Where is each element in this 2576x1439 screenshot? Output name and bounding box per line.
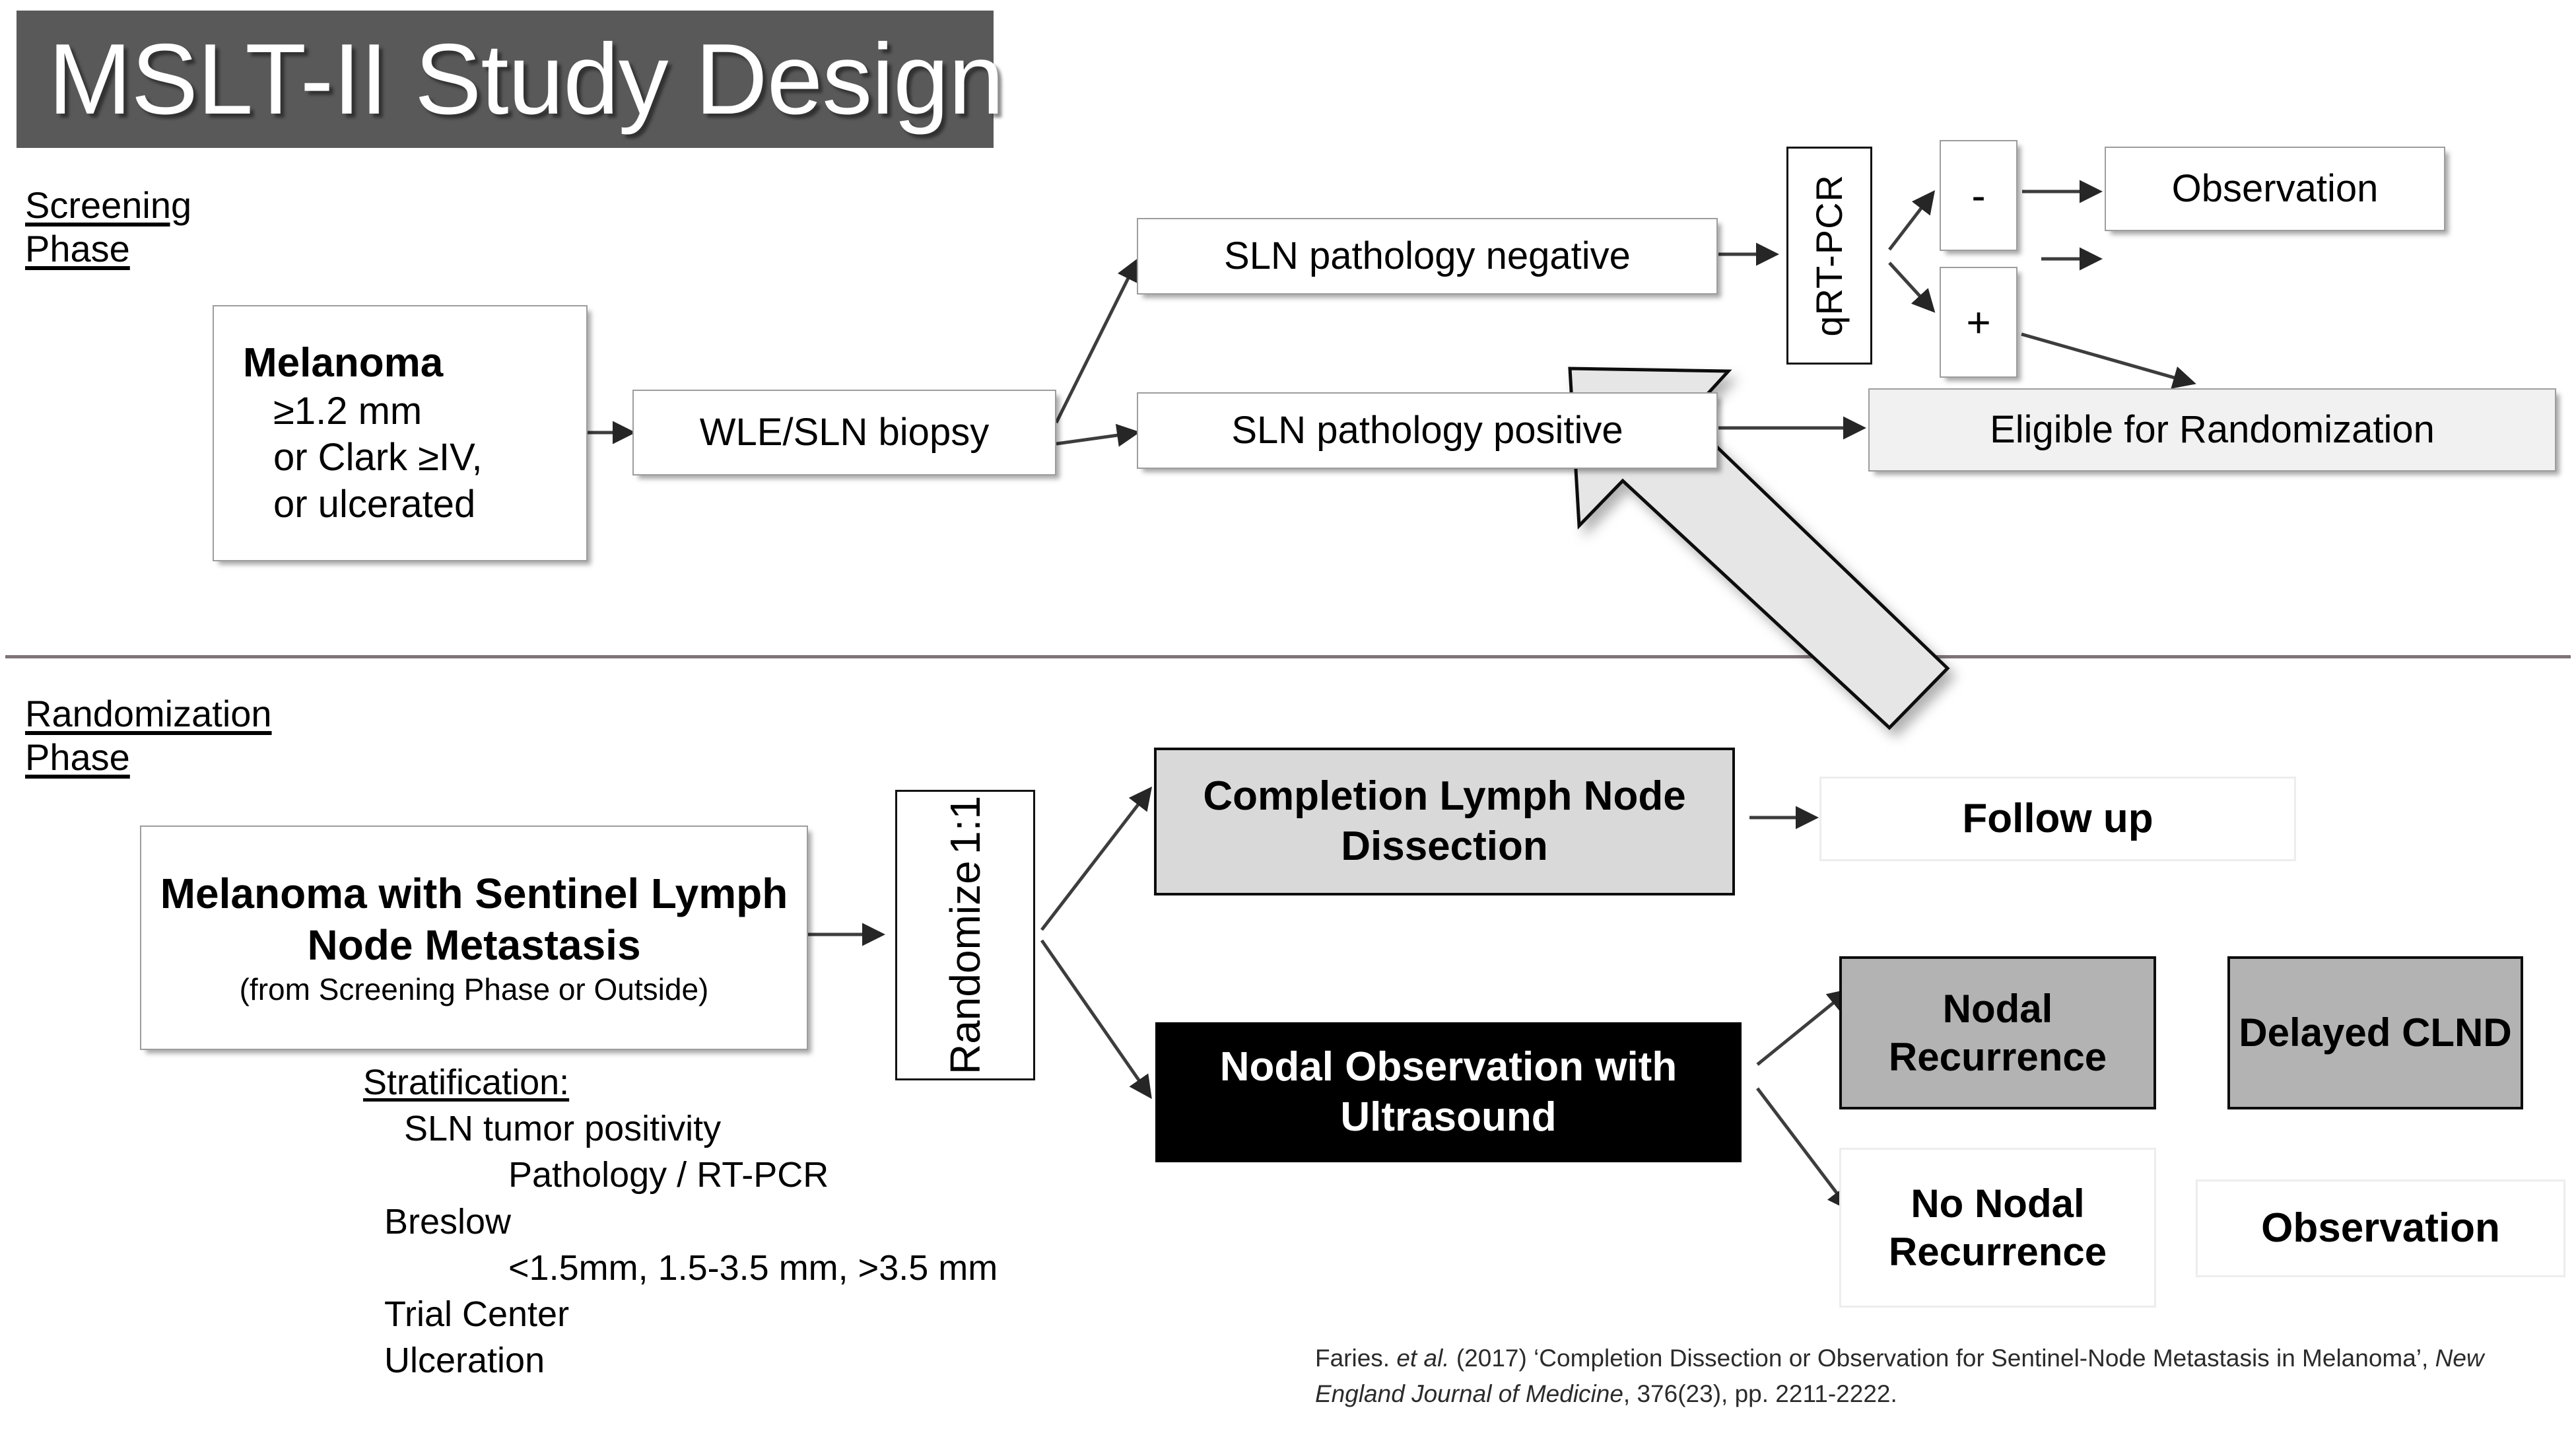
- node-melanoma-with-sln-metastasis[interactable]: Melanoma with Sentinel Lymph Node Metast…: [140, 825, 808, 1050]
- node-sln-pathology-positive[interactable]: SLN pathology positive: [1137, 392, 1718, 469]
- randomize-ratio: 1:1: [941, 795, 989, 855]
- wle-sln-biopsy-label: WLE/SLN biopsy: [699, 410, 990, 454]
- eligible-label: Eligible for Randomization: [1990, 407, 2435, 451]
- randomization-phase-line1: Randomization: [25, 693, 272, 734]
- citation-author: Faries.: [1315, 1345, 1397, 1372]
- clnd-line2: Node Dissection: [1341, 773, 1686, 869]
- citation: Faries. et al. (2017) ‘Completion Dissec…: [1315, 1341, 2536, 1411]
- node-melanoma-eligibility[interactable]: Melanoma ≥1.2 mm or Clark ≥IV, or ulcera…: [213, 305, 588, 561]
- section-divider: [5, 655, 2571, 658]
- randomization-phase-label: Randomization Phase: [25, 692, 272, 779]
- node-nodal-observation-ultrasound[interactable]: Nodal Observation with Ultrasound: [1155, 1022, 1742, 1162]
- stratification-list: Stratification: SLN tumor positivity Pat…: [363, 1059, 998, 1384]
- randomize-label: Randomize: [941, 860, 989, 1075]
- no-nodal-recurrence-line2: Recurrence: [1888, 1230, 2107, 1274]
- node-qrt-pcr[interactable]: qRT-PCR: [1786, 147, 1872, 365]
- observation-randomization-label: Observation: [2261, 1205, 2500, 1251]
- node-completion-lymph-node-dissection[interactable]: Completion Lymph Node Dissection: [1154, 748, 1735, 895]
- node-qrt-pcr-negative[interactable]: -: [1940, 140, 2017, 251]
- melanoma-sln-source: (from Screening Phase or Outside): [239, 972, 709, 1007]
- stratification-item-breslow-ranges: <1.5mm, 1.5-3.5 mm, >3.5 mm: [508, 1247, 998, 1288]
- nodal-recurrence-line2: Recurrence: [1888, 1035, 2107, 1079]
- sln-positive-label: SLN pathology positive: [1231, 408, 1623, 452]
- melanoma-criterion-thickness: ≥1.2 mm: [273, 389, 423, 433]
- node-observation-screening[interactable]: Observation: [2105, 147, 2445, 231]
- stratification-heading: Stratification:: [363, 1063, 570, 1102]
- nodal-recurrence-line1: Nodal: [1942, 986, 2053, 1031]
- clnd-line1: Completion Lymph: [1203, 773, 1573, 820]
- follow-up-label: Follow up: [1962, 796, 2153, 842]
- citation-journal: New England Journal of Medicine: [1315, 1345, 2484, 1407]
- citation-etal: et al.: [1396, 1345, 1450, 1372]
- randomization-phase-line2: Phase: [25, 736, 130, 779]
- stratification-item-pathology-rtpcr: Pathology / RT-PCR: [508, 1155, 829, 1195]
- citation-title: (2017) ‘Completion Dissection or Observa…: [1449, 1345, 2435, 1372]
- delayed-clnd-line2: CLND: [2402, 1010, 2512, 1055]
- stratification-item-ulceration: Ulceration: [384, 1341, 545, 1381]
- minus-sign-label: -: [1971, 171, 1986, 219]
- stratification-item-sln-positivity: SLN tumor positivity: [404, 1109, 722, 1149]
- screening-phase-line2: Phase: [25, 228, 130, 270]
- stratification-item-breslow: Breslow: [384, 1201, 512, 1242]
- node-nodal-recurrence[interactable]: Nodal Recurrence: [1839, 956, 2156, 1109]
- screening-phase-label: Screening Phase: [25, 184, 191, 271]
- nodal-observation-line1: Nodal Observation with: [1219, 1044, 1678, 1090]
- melanoma-criterion-clark: or Clark ≥IV,: [273, 436, 483, 479]
- node-wle-sln-biopsy[interactable]: WLE/SLN biopsy: [632, 390, 1056, 475]
- stratification-item-trial-center: Trial Center: [384, 1294, 570, 1334]
- title-bar: MSLT-II Study Design: [17, 11, 1004, 148]
- delayed-clnd-line1: Delayed: [2239, 1010, 2391, 1055]
- melanoma-sln-line1: Melanoma with Sentinel: [160, 869, 640, 917]
- melanoma-header: Melanoma: [243, 340, 444, 386]
- nodal-observation-line2: Ultrasound: [1340, 1094, 1557, 1140]
- melanoma-sln-line2: Lymph Node Metastasis: [307, 869, 788, 969]
- node-eligible-for-randomization[interactable]: Eligible for Randomization: [1868, 388, 2556, 472]
- plus-sign-label: +: [1966, 298, 1991, 346]
- screening-phase-line1: Screening: [25, 184, 192, 226]
- node-sln-pathology-negative[interactable]: SLN pathology negative: [1137, 218, 1718, 295]
- node-follow-up[interactable]: Follow up: [1819, 777, 2296, 861]
- node-observation-randomization[interactable]: Observation: [2196, 1179, 2565, 1277]
- no-nodal-recurrence-line1: No Nodal: [1911, 1181, 2085, 1226]
- node-no-nodal-recurrence[interactable]: No Nodal Recurrence: [1839, 1148, 2156, 1308]
- sln-negative-label: SLN pathology negative: [1224, 234, 1631, 277]
- page-title: MSLT-II Study Design: [48, 23, 1004, 135]
- qrt-pcr-label: qRT-PCR: [1808, 174, 1850, 337]
- melanoma-criterion-ulcerated: or ulcerated: [273, 483, 476, 526]
- node-qrt-pcr-positive[interactable]: +: [1940, 267, 2017, 378]
- node-delayed-clnd[interactable]: Delayed CLND: [2227, 956, 2523, 1109]
- observation-screening-label: Observation: [2171, 166, 2379, 210]
- node-randomize[interactable]: Randomize 1:1: [895, 790, 1035, 1080]
- citation-pages: , 376(23), pp. 2211-2222.: [1623, 1380, 1897, 1407]
